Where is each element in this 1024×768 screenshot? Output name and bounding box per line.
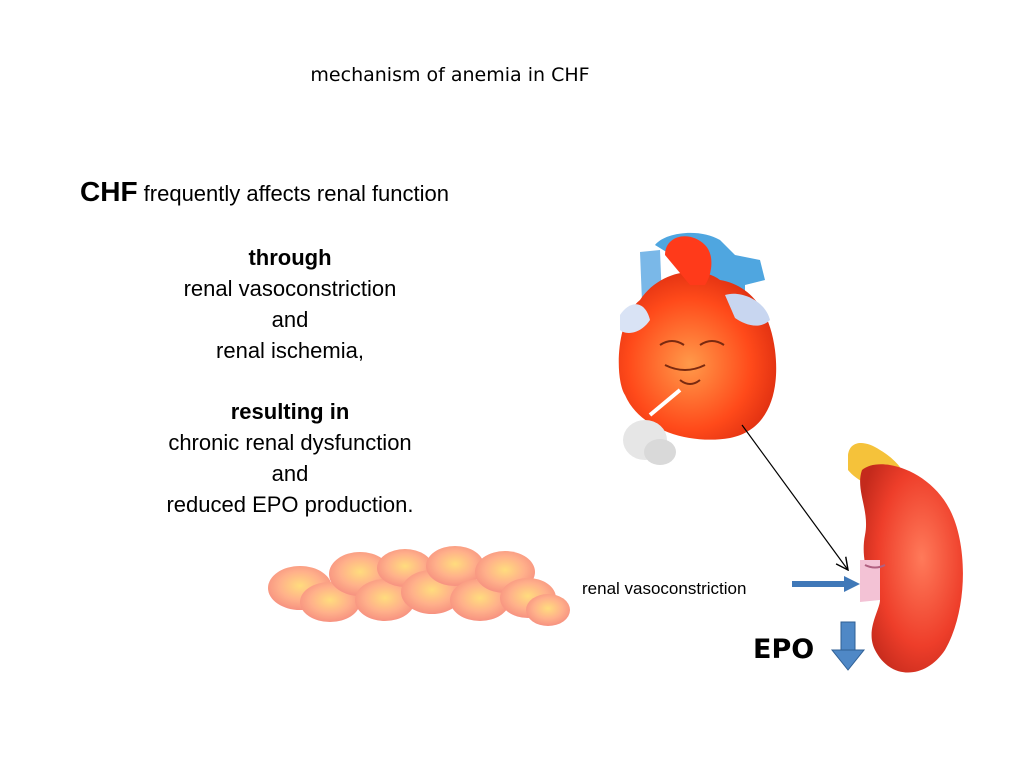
- epo-label: EPO: [753, 634, 815, 665]
- result-block: resulting in chronic renal dysfunction a…: [140, 396, 440, 520]
- mechanism-line-2: and: [271, 307, 309, 332]
- renal-vasoconstriction-label: renal vasoconstriction: [582, 579, 747, 598]
- resulting-heading: resulting in: [230, 399, 350, 424]
- slide-title: mechanism of anemia in CHF: [310, 64, 590, 86]
- down-arrow-icon: [830, 621, 866, 671]
- result-line-3: reduced EPO production.: [166, 492, 414, 517]
- heart-image: [618, 232, 777, 465]
- lead-rest: frequently affects renal function: [137, 181, 449, 206]
- mechanism-line-1: renal vasoconstriction: [183, 276, 397, 301]
- through-heading: through: [248, 245, 332, 270]
- kidney-image: [848, 443, 963, 673]
- result-line-1: chronic renal dysfunction: [168, 430, 412, 455]
- red-blood-cells-image: [268, 546, 570, 626]
- vasoconstriction-arrow: [792, 576, 860, 592]
- lead-sentence: CHF frequently affects renal function: [80, 176, 449, 208]
- mechanism-block: through renal vasoconstriction and renal…: [140, 242, 440, 366]
- result-line-2: and: [271, 461, 309, 486]
- lead-strong: CHF: [80, 176, 138, 207]
- mechanism-line-3: renal ischemia,: [216, 338, 364, 363]
- heart-to-kidney-arrow: [741, 424, 848, 570]
